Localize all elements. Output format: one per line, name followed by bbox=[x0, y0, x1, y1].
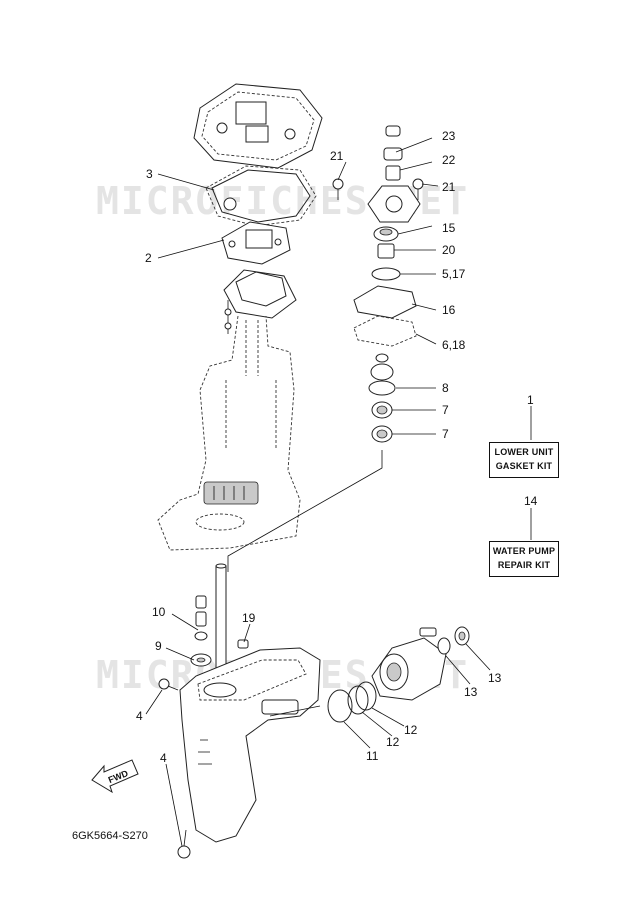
callout-6-18: 6,18 bbox=[442, 338, 466, 352]
callout-15: 15 bbox=[442, 221, 456, 235]
mounting-plate bbox=[223, 269, 297, 334]
callout-kit-14: 14 bbox=[524, 494, 538, 508]
callout-12-right: 12 bbox=[404, 723, 418, 737]
callout-kit-1: 1 bbox=[527, 393, 534, 407]
callout-19: 19 bbox=[242, 611, 256, 625]
gasket-2 bbox=[221, 221, 291, 265]
callout-16: 16 bbox=[442, 303, 456, 317]
callout-23: 23 bbox=[442, 129, 456, 143]
leader-lines bbox=[145, 137, 532, 847]
drive-shaft bbox=[215, 563, 227, 679]
kit-label-line2: GASKET KIT bbox=[495, 461, 553, 471]
callouts: 3 2 21 23 22 21 15 20 5,17 16 6,18 8 7 7… bbox=[136, 129, 538, 765]
water-pump-stack bbox=[227, 125, 424, 572]
callout-7-upper: 7 bbox=[442, 403, 449, 417]
callout-5-17: 5,17 bbox=[442, 267, 466, 281]
callout-21-left: 21 bbox=[330, 149, 344, 163]
callout-4-lower: 4 bbox=[160, 751, 167, 765]
kit-label-line1: LOWER UNIT bbox=[494, 447, 554, 457]
upper-cover-plate bbox=[193, 83, 323, 169]
fwd-arrow-icon: FWD bbox=[91, 759, 139, 794]
propeller-shaft-housing bbox=[269, 626, 470, 723]
callout-21-right: 21 bbox=[442, 180, 456, 194]
kit-box-water-pump: WATER PUMP REPAIR KIT bbox=[489, 541, 559, 577]
driveshaft-housing bbox=[157, 315, 301, 551]
callout-7-lower: 7 bbox=[442, 427, 449, 441]
callout-12-left: 12 bbox=[386, 735, 400, 749]
callout-11: 11 bbox=[366, 749, 379, 763]
kit-label-line1: WATER PUMP bbox=[492, 546, 556, 556]
callout-10: 10 bbox=[152, 605, 166, 619]
callout-8: 8 bbox=[442, 381, 449, 395]
callout-13-left: 13 bbox=[464, 685, 478, 699]
reference-code: 6GK5664-S270 bbox=[72, 830, 148, 842]
callout-3: 3 bbox=[146, 167, 153, 181]
callout-20: 20 bbox=[442, 243, 456, 257]
callout-22: 22 bbox=[442, 153, 456, 167]
callout-9: 9 bbox=[155, 639, 162, 653]
callout-4-upper: 4 bbox=[136, 709, 143, 723]
lower-small-parts bbox=[158, 595, 249, 859]
callout-2: 2 bbox=[145, 251, 152, 265]
kit-box-lower-unit: LOWER UNIT GASKET KIT bbox=[489, 442, 559, 478]
callout-13-right: 13 bbox=[488, 671, 502, 685]
lower-case bbox=[179, 647, 321, 843]
gasket-3 bbox=[205, 165, 317, 227]
kit-label-line2: REPAIR KIT bbox=[497, 560, 551, 570]
